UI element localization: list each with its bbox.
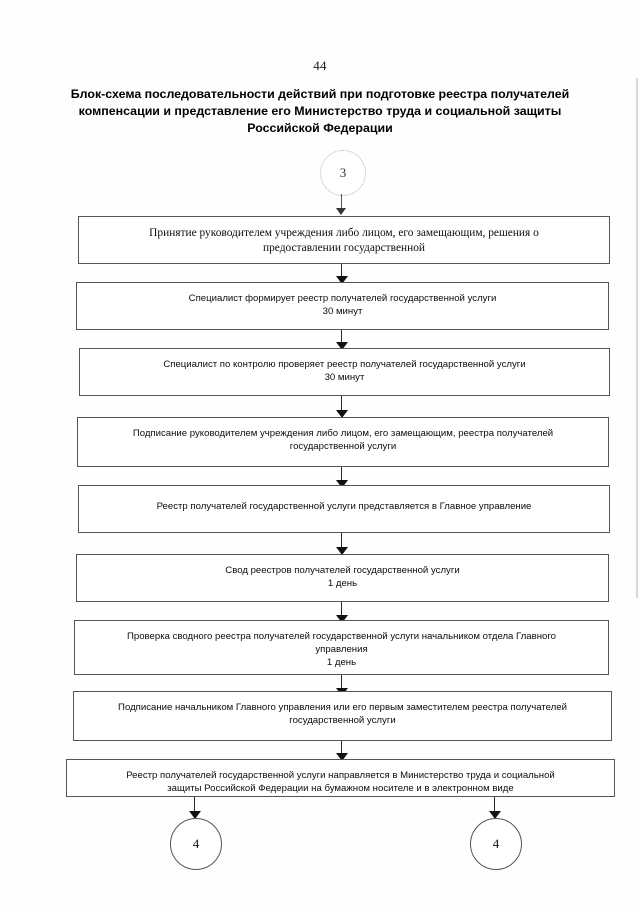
page-title-line-3: Российской Федерации	[247, 121, 393, 135]
step-3-line-2: 30 минут	[324, 372, 365, 383]
process-box-step-4-text: Подписание руководителем учреждения либо…	[89, 427, 598, 453]
arrow-step-4-to-step-5	[336, 467, 348, 488]
flow-connector-exit-right-label: 4	[492, 836, 500, 851]
step-9-line-1: Реестр получателей государственной услуг…	[126, 770, 555, 781]
process-box-step-3: Специалист по контролю проверяет реестр …	[79, 348, 610, 396]
step-4-line-2: государственной услуги	[289, 441, 397, 452]
process-box-step-2-text: Специалист формирует реестр получателей …	[88, 292, 598, 318]
arrow-step-3-to-step-4	[336, 396, 348, 418]
arrow-entry-to-step-1	[336, 194, 348, 216]
step-3-line-1: Специалист по контролю проверяет реестр …	[163, 359, 526, 370]
process-box-step-7-text: Проверка сводного реестра получателей го…	[86, 630, 598, 669]
page-title-line-2: компенсации и представление его Министер…	[78, 104, 562, 118]
page-title: Блок-схема последовательности действий п…	[70, 86, 570, 137]
step-8-line-1: Подписание начальником Главного управлен…	[118, 702, 567, 713]
page-title-line-1: Блок-схема последовательности действий п…	[70, 87, 570, 101]
process-box-step-9-text: Реестр получателей государственной услуг…	[78, 769, 603, 795]
process-box-step-3-text: Специалист по контролю проверяет реестр …	[91, 358, 599, 384]
step-1-line-1: Принятие руководителем учреждения либо л…	[149, 227, 539, 239]
process-box-step-5: Реестр получателей государственной услуг…	[78, 485, 610, 533]
scan-edge-artifact	[636, 78, 638, 598]
step-4-line-1: Подписание руководителем учреждения либо…	[132, 428, 554, 439]
process-box-step-2: Специалист формирует реестр получателей …	[76, 282, 609, 330]
flow-connector-exit-right: 4	[470, 818, 522, 870]
arrow-step-1-to-step-2	[336, 264, 348, 284]
arrow-step-9-to-exit-right	[489, 797, 501, 819]
step-7-line-3: 1 день	[326, 657, 357, 668]
process-box-step-9: Реестр получателей государственной услуг…	[66, 759, 615, 797]
step-2-line-1: Специалист формирует реестр получателей …	[188, 293, 497, 304]
process-box-step-1-text: Принятие руководителем учреждения либо л…	[90, 226, 599, 256]
step-8-line-2: государственной услуги	[289, 715, 396, 726]
process-box-step-4: Подписание руководителем учреждения либо…	[77, 417, 609, 467]
step-1-line-2: предоставлении государственной	[263, 242, 425, 254]
page-number: 44	[313, 58, 327, 73]
process-box-step-1: Принятие руководителем учреждения либо л…	[78, 216, 610, 264]
step-5-line-1: Реестр получателей государственной услуг…	[156, 501, 532, 512]
process-box-step-8: Подписание начальником Главного управлен…	[73, 691, 612, 741]
process-box-step-7: Проверка сводного реестра получателей го…	[74, 620, 609, 675]
arrow-step-8-to-step-9	[336, 741, 348, 761]
flow-connector-exit-left: 4	[170, 818, 222, 870]
step-7-line-1: Проверка сводного реестра получателей го…	[126, 631, 556, 642]
arrow-step-2-to-step-3	[336, 330, 348, 350]
step-9-line-2: защиты Российской Федерации на бумажном …	[167, 783, 514, 794]
arrow-step-5-to-step-6	[336, 533, 348, 555]
process-box-step-5-text: Реестр получателей государственной услуг…	[90, 495, 599, 513]
flow-connector-exit-left-label: 4	[192, 836, 200, 851]
process-box-step-6-text: Свод реестров получателей государственно…	[88, 564, 598, 590]
flow-connector-entry: 3	[320, 150, 366, 196]
step-6-line-2: 1 день	[327, 578, 358, 589]
arrow-step-6-to-step-7	[336, 602, 348, 623]
flow-connector-entry-label: 3	[339, 165, 347, 180]
arrow-step-9-to-exit-left	[189, 797, 201, 819]
step-6-line-1: Свод реестров получателей государственно…	[225, 565, 460, 576]
process-box-step-8-text: Подписание начальником Главного управлен…	[85, 701, 601, 727]
step-7-line-2: управления	[315, 644, 368, 655]
step-2-line-2: 30 минут	[322, 306, 363, 317]
process-box-step-6: Свод реестров получателей государственно…	[76, 554, 609, 602]
